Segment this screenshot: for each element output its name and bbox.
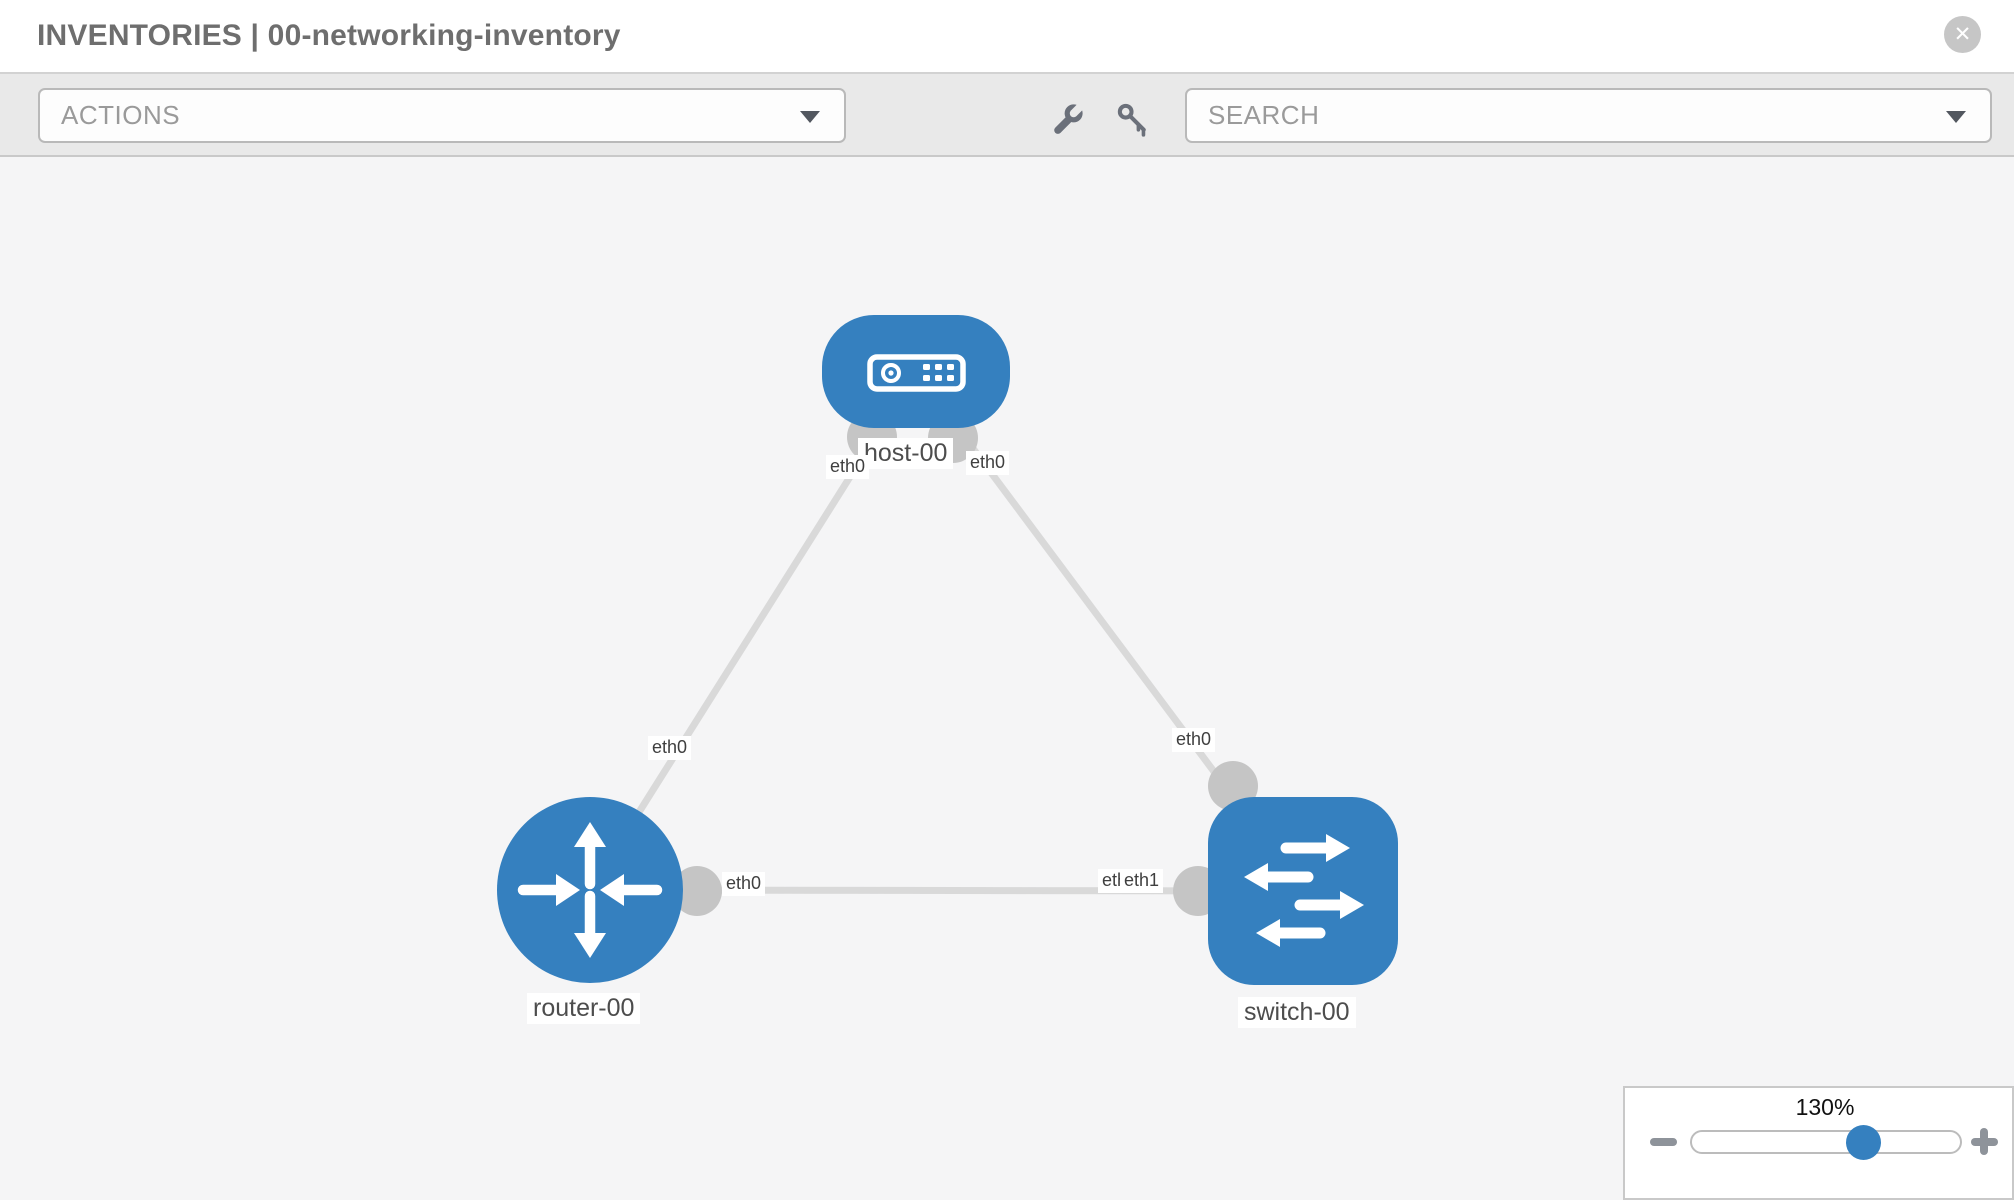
port-label-host-right: eth0 xyxy=(966,451,1010,475)
page-header: INVENTORIES | 00-networking-inventory ✕ xyxy=(0,0,2014,72)
zoom-out-button[interactable] xyxy=(1650,1138,1677,1146)
chevron-down-icon xyxy=(1946,111,1966,123)
switch-icon xyxy=(1244,834,1364,947)
port-label-host-switch: eth0 xyxy=(1172,728,1216,752)
zoom-slider-thumb[interactable] xyxy=(1846,1125,1881,1160)
zoom-control-panel: 130% xyxy=(1623,1086,2014,1200)
zoom-slider-track[interactable] xyxy=(1690,1130,1962,1154)
host-icon xyxy=(867,354,966,392)
port-label-switch-eth1: eth1 xyxy=(1120,869,1164,893)
toolbar: ACTIONS SEARCH xyxy=(0,72,2014,157)
page-title: INVENTORIES | 00-networking-inventory xyxy=(37,19,621,52)
zoom-level-value: 130% xyxy=(1795,1094,1855,1120)
interface-dots xyxy=(672,412,1258,916)
key-icon xyxy=(1117,103,1146,137)
close-button[interactable]: ✕ xyxy=(1944,16,1981,53)
actions-dropdown-label: ACTIONS xyxy=(61,100,181,130)
port-label-switch-overlap: eth0 eth1 xyxy=(1098,869,1172,895)
node-label-host: host-00 xyxy=(858,438,954,469)
search-dropdown[interactable]: SEARCH xyxy=(1185,88,1992,143)
port-label-router-eth0: eth0 xyxy=(722,872,766,896)
node-host-00[interactable] xyxy=(822,315,1010,428)
port-dot xyxy=(672,866,722,916)
node-label-router: router-00 xyxy=(527,993,641,1024)
chevron-down-icon xyxy=(800,111,820,123)
wrench-icon xyxy=(1054,101,1086,134)
node-label-switch: switch-00 xyxy=(1238,997,1356,1028)
zoom-in-button[interactable] xyxy=(1980,1128,1988,1155)
node-router-00[interactable] xyxy=(497,797,683,983)
configure-button[interactable] xyxy=(1050,101,1086,137)
actions-dropdown[interactable]: ACTIONS xyxy=(38,88,846,143)
key-button[interactable] xyxy=(1115,101,1151,137)
search-placeholder: SEARCH xyxy=(1208,100,1320,130)
port-label-host-router: eth0 xyxy=(648,736,692,760)
port-label-host-left: eth0 xyxy=(826,455,870,479)
node-switch-00[interactable] xyxy=(1208,797,1398,985)
router-icon xyxy=(517,822,663,958)
close-icon: ✕ xyxy=(1953,23,1972,46)
